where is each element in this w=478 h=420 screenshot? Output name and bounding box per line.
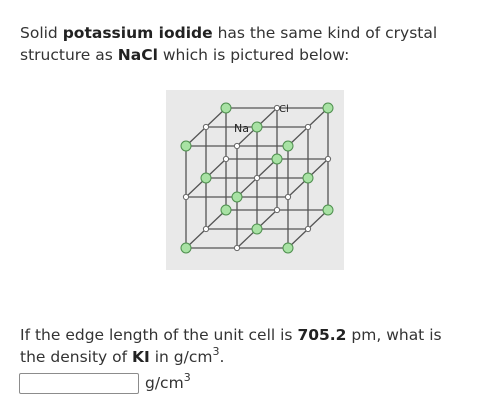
cl-ion (220, 102, 232, 114)
cl-ion (231, 191, 243, 203)
na-ion (253, 174, 261, 182)
cl-ion (302, 172, 314, 184)
na-ion (273, 104, 281, 112)
cl-ion (180, 140, 192, 152)
cl-ion (322, 102, 334, 114)
question-intro: Solid potassium iodide has the same kind… (20, 24, 438, 64)
cl-ion (220, 204, 232, 216)
compound-formula: KI (132, 348, 150, 366)
na-ion (202, 225, 210, 233)
density-answer-input[interactable] (19, 372, 139, 394)
cl-ion (180, 242, 192, 254)
na-ion (202, 123, 210, 131)
na-ion (182, 193, 190, 201)
na-ion (324, 155, 332, 163)
question-text: If the edge length of the unit cell is 7… (20, 326, 442, 366)
unit-label: g/cm3 (145, 370, 191, 392)
answer-row: g/cm3 (19, 371, 191, 395)
cl-ion (200, 172, 212, 184)
na-ion (233, 142, 241, 150)
na-ion (233, 244, 241, 252)
cl-ion (322, 204, 334, 216)
na-ion (222, 155, 230, 163)
cl-label: Cl (279, 104, 289, 115)
na-label: Na (234, 122, 249, 135)
reference-compound: NaCl (117, 46, 158, 64)
edge-length-value: 705.2 (297, 326, 347, 344)
nacl-crystal-structure-figure: Na Cl (166, 90, 344, 270)
cl-ion (251, 121, 263, 133)
cl-ion (271, 153, 283, 165)
na-ion (304, 225, 312, 233)
crystal-lattice-diagram: Na Cl (180, 102, 334, 254)
cl-ion (251, 223, 263, 235)
na-ion (273, 206, 281, 214)
na-ion (284, 193, 292, 201)
cl-ion (282, 140, 294, 152)
cl-ion (282, 242, 294, 254)
compound-name: potassium iodide (62, 24, 213, 42)
na-ion (304, 123, 312, 131)
